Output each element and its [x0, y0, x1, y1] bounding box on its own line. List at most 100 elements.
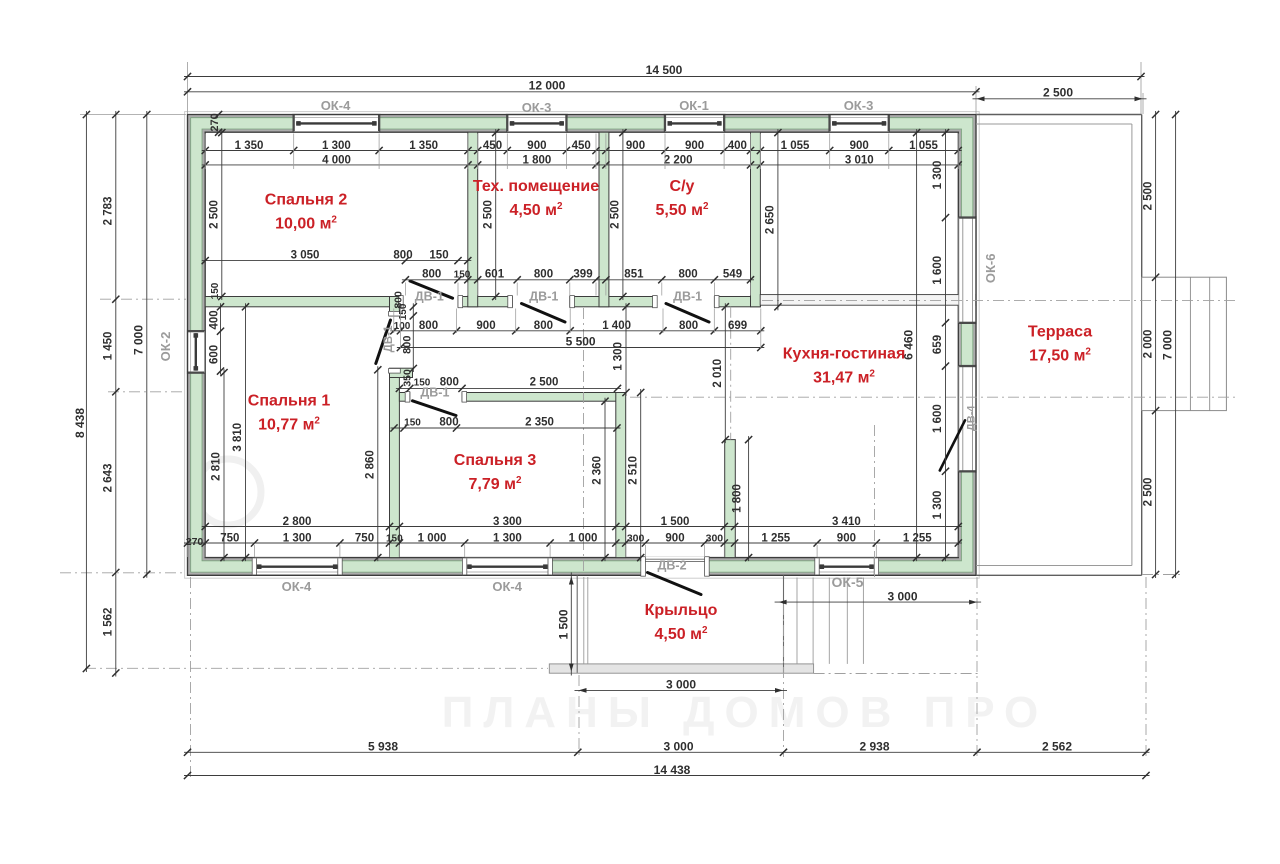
svg-text:ОК-4: ОК-4: [321, 98, 351, 113]
svg-text:1 300: 1 300: [322, 140, 351, 152]
svg-text:2 500: 2 500: [610, 200, 622, 229]
svg-text:2 500: 2 500: [1143, 478, 1155, 507]
svg-text:7 000: 7 000: [131, 325, 145, 355]
svg-text:3 300: 3 300: [493, 516, 522, 528]
svg-text:300: 300: [706, 532, 724, 544]
svg-text:1 800: 1 800: [732, 484, 744, 513]
svg-text:350: 350: [401, 369, 413, 387]
svg-text:699: 699: [728, 320, 747, 332]
svg-text:150: 150: [454, 270, 471, 281]
svg-text:1 562: 1 562: [103, 608, 115, 637]
svg-text:1 255: 1 255: [903, 532, 932, 544]
svg-text:ДВ-1: ДВ-1: [383, 325, 395, 352]
svg-text:1 055: 1 055: [781, 140, 810, 152]
svg-text:ОК-5: ОК-5: [832, 574, 864, 590]
svg-text:150: 150: [414, 378, 431, 389]
svg-text:150: 150: [429, 249, 448, 261]
svg-text:ДВ-2: ДВ-2: [657, 558, 686, 572]
svg-text:2 350: 2 350: [525, 416, 554, 428]
svg-text:10,00 м2: 10,00 м2: [275, 215, 337, 233]
svg-text:270: 270: [209, 113, 221, 131]
svg-text:400: 400: [728, 140, 747, 152]
svg-text:1 500: 1 500: [557, 609, 571, 639]
svg-text:7,79 м2: 7,79 м2: [469, 475, 522, 493]
svg-text:1 600: 1 600: [932, 404, 944, 433]
svg-text:800: 800: [679, 269, 698, 281]
svg-text:2 800: 2 800: [283, 516, 312, 528]
svg-text:12 000: 12 000: [529, 78, 566, 92]
svg-text:900: 900: [476, 320, 495, 332]
svg-text:2 360: 2 360: [592, 456, 604, 485]
svg-text:1 350: 1 350: [409, 140, 438, 152]
svg-text:10,77 м2: 10,77 м2: [258, 416, 320, 434]
svg-text:ДВ-1: ДВ-1: [673, 289, 702, 303]
svg-text:450: 450: [572, 140, 591, 152]
svg-text:851: 851: [624, 269, 644, 281]
svg-text:800: 800: [534, 269, 553, 281]
svg-text:450: 450: [483, 140, 502, 152]
svg-text:1 300: 1 300: [932, 161, 944, 190]
svg-text:8 438: 8 438: [73, 408, 87, 438]
svg-text:400: 400: [208, 310, 220, 329]
svg-text:3 410: 3 410: [832, 516, 861, 528]
svg-text:14 438: 14 438: [654, 763, 691, 777]
svg-text:ДВ-4: ДВ-4: [966, 405, 978, 431]
svg-text:Спальня 3: Спальня 3: [454, 452, 537, 469]
svg-text:ДВ-1: ДВ-1: [415, 289, 444, 303]
svg-text:800: 800: [440, 377, 459, 389]
svg-text:900: 900: [626, 140, 645, 152]
svg-text:ОК-2: ОК-2: [158, 332, 173, 362]
svg-text:1 450: 1 450: [103, 332, 115, 361]
svg-text:1 255: 1 255: [761, 532, 790, 544]
svg-text:С/у: С/у: [670, 178, 695, 195]
svg-text:ОК-3: ОК-3: [844, 98, 874, 113]
svg-text:150: 150: [404, 417, 421, 428]
svg-text:Тех. помещение: Тех. помещение: [473, 178, 599, 195]
svg-text:1 000: 1 000: [569, 532, 598, 544]
svg-text:3 000: 3 000: [666, 678, 696, 692]
svg-text:300: 300: [627, 532, 645, 544]
svg-text:549: 549: [723, 269, 742, 281]
svg-text:1 055: 1 055: [909, 140, 938, 152]
svg-text:1 300: 1 300: [493, 532, 522, 544]
svg-text:600: 600: [208, 345, 220, 364]
svg-text:ДВ-1: ДВ-1: [420, 386, 449, 400]
svg-text:ДВ-1: ДВ-1: [529, 289, 558, 303]
svg-text:659: 659: [932, 335, 944, 354]
svg-text:14 500: 14 500: [646, 63, 683, 77]
svg-text:800: 800: [679, 320, 698, 332]
svg-text:5,50 м2: 5,50 м2: [656, 201, 709, 219]
svg-text:Крыльцо: Крыльцо: [645, 602, 718, 619]
svg-text:ОК-6: ОК-6: [983, 253, 998, 283]
svg-text:2 010: 2 010: [712, 359, 724, 388]
svg-text:800: 800: [534, 320, 553, 332]
svg-text:601: 601: [485, 269, 505, 281]
svg-text:2 500: 2 500: [482, 200, 494, 229]
svg-text:3 810: 3 810: [232, 423, 244, 452]
svg-text:900: 900: [527, 140, 546, 152]
svg-text:2 500: 2 500: [530, 377, 559, 389]
svg-text:150: 150: [386, 533, 403, 544]
svg-text:1 500: 1 500: [661, 516, 690, 528]
svg-text:1 400: 1 400: [602, 320, 631, 332]
svg-text:270: 270: [186, 536, 204, 548]
svg-text:900: 900: [685, 140, 704, 152]
svg-text:2 860: 2 860: [365, 450, 377, 479]
svg-text:2 938: 2 938: [859, 740, 889, 754]
svg-text:4,50 м2: 4,50 м2: [655, 625, 708, 643]
svg-text:1 600: 1 600: [932, 256, 944, 285]
svg-text:1 300: 1 300: [932, 491, 944, 520]
svg-text:100: 100: [394, 321, 411, 332]
svg-text:3 000: 3 000: [663, 740, 693, 754]
svg-text:6 460: 6 460: [901, 329, 915, 359]
svg-text:ПЛАНЫ ДОМОВ ПРО: ПЛАНЫ ДОМОВ ПРО: [442, 688, 1048, 737]
svg-text:399: 399: [573, 269, 592, 281]
svg-text:2 810: 2 810: [211, 452, 223, 481]
svg-text:5 938: 5 938: [368, 740, 398, 754]
svg-text:5 500: 5 500: [566, 335, 596, 349]
svg-text:ОК-4: ОК-4: [492, 579, 522, 594]
svg-text:2 643: 2 643: [103, 464, 115, 493]
svg-text:3 050: 3 050: [291, 249, 320, 261]
svg-text:750: 750: [355, 532, 374, 544]
svg-text:4,50 м2: 4,50 м2: [510, 201, 563, 219]
